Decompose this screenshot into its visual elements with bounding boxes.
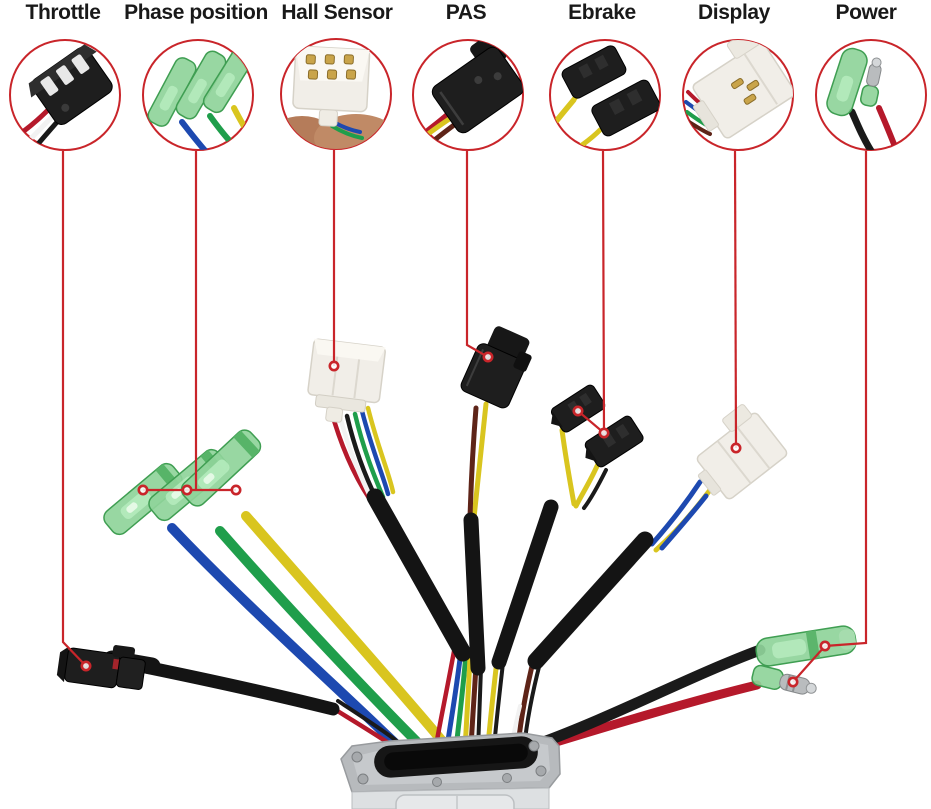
dual-sm-connectors-icon <box>550 45 660 150</box>
callout-circles <box>9 38 927 151</box>
white-multipin-connector-icon <box>684 40 793 139</box>
display-connector <box>696 404 788 500</box>
cable-grommet <box>374 736 538 778</box>
display-pointer-line <box>733 150 738 449</box>
annotation-lines <box>61 150 868 688</box>
label-throttle: Throttle <box>25 1 101 24</box>
display-wires <box>649 479 713 553</box>
controller-box <box>340 732 561 809</box>
heat-shrink-sleeves <box>366 488 654 676</box>
phase-terminal-3 <box>180 429 262 507</box>
power-pointer-line <box>792 151 868 683</box>
label-power: Power <box>835 1 897 24</box>
bullet-terminal-icon <box>826 47 900 150</box>
label-pas: PAS <box>445 1 487 24</box>
main-photo <box>56 326 857 809</box>
ebrake-connector-2 <box>584 415 644 468</box>
label-phase-position: Phase position <box>124 1 268 24</box>
label-hall-sensor: Hall Sensor <box>281 1 393 24</box>
power-wires <box>525 644 766 755</box>
ebrake-wires <box>559 427 608 510</box>
pas-connector <box>460 326 532 409</box>
pas-wires <box>467 401 489 521</box>
power-pin-terminal <box>751 664 817 695</box>
green-spade-terminals-icon <box>147 44 253 150</box>
pas-pointer-line <box>465 151 489 358</box>
throttle-connector <box>56 645 146 690</box>
label-ebrake: Ebrake <box>568 1 636 24</box>
hall-connector <box>307 338 386 423</box>
power-bullet-terminal <box>755 625 857 667</box>
label-display: Display <box>698 1 770 24</box>
throttle-pointer-line <box>61 151 87 667</box>
controller-screws <box>351 740 547 787</box>
